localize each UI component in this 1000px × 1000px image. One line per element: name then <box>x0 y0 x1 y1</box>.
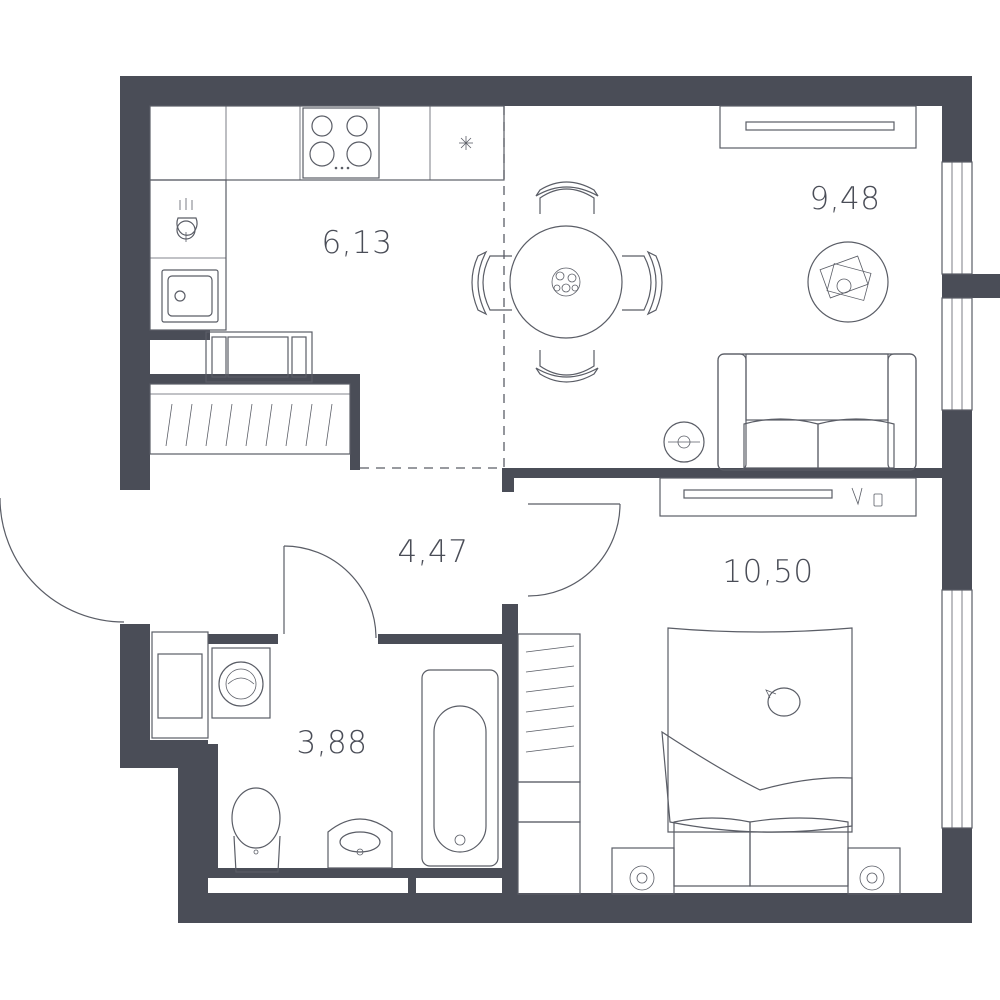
washbasin <box>327 818 393 869</box>
tv-unit-bedroom <box>659 477 917 517</box>
room-labels: 6,13 9,48 4,47 10,50 3,88 <box>296 181 880 761</box>
area-label-hallway: 4,47 <box>397 534 468 570</box>
kitchen-counter <box>149 105 505 331</box>
area-label-bedroom: 10,50 <box>722 554 813 590</box>
bed <box>661 627 853 887</box>
wardrobe-bedroom <box>517 633 581 895</box>
washing-machine-icon <box>211 647 271 719</box>
flower-vase <box>551 267 581 297</box>
wall-bath-top-right <box>378 634 514 644</box>
wall-right-4 <box>942 828 972 923</box>
wall-left-bottom <box>178 740 208 922</box>
wall-closet-top <box>150 374 360 384</box>
wall-living-bedroom <box>502 468 942 478</box>
bathtub-icon <box>421 669 499 867</box>
wall-top <box>120 76 972 106</box>
sink-icon <box>161 269 219 323</box>
wardrobe-kitchen <box>149 383 351 455</box>
bathroom-door <box>283 545 377 639</box>
wall-bath-left <box>208 744 218 878</box>
tv-unit-living <box>719 105 917 149</box>
area-label-bathroom: 3,88 <box>296 725 367 761</box>
window-bedroom <box>941 589 973 829</box>
nightstand-left <box>611 847 675 895</box>
window-living-2 <box>941 297 973 411</box>
wall-bath-pipe <box>408 868 416 896</box>
dishwasher-icon <box>176 198 198 242</box>
shoe-cabinet <box>151 631 209 739</box>
toilet-icon <box>231 787 281 873</box>
cat-on-bed <box>765 687 801 717</box>
cooktop-icon <box>302 107 380 179</box>
wall-bath-top-left <box>208 634 278 644</box>
entrance-door <box>0 497 125 623</box>
window-living-1 <box>941 161 973 275</box>
robot-vacuum <box>663 421 705 463</box>
sofa <box>717 353 917 471</box>
wall-right-3 <box>942 410 972 590</box>
wall-right-1 <box>942 76 972 162</box>
wall-stub-hall <box>502 468 514 492</box>
wall-kitchen-cab <box>150 330 210 340</box>
coffee-table <box>807 241 889 323</box>
wall-bottom <box>178 893 972 923</box>
area-label-kitchen: 6,13 <box>321 225 392 261</box>
bedroom-door <box>527 503 621 597</box>
dining-table <box>471 181 663 383</box>
area-label-living: 9,48 <box>809 181 880 217</box>
snowflake-icon <box>459 136 473 150</box>
nightstand-right <box>847 847 901 895</box>
wall-right-2 <box>942 274 1000 298</box>
wall-bath-bottom <box>208 868 508 878</box>
wall-bath-right <box>502 604 518 894</box>
wall-left-upper <box>120 76 150 490</box>
windows <box>941 161 973 829</box>
wall-closet-side <box>350 374 360 470</box>
microwave <box>205 331 313 383</box>
walls <box>120 76 1000 923</box>
